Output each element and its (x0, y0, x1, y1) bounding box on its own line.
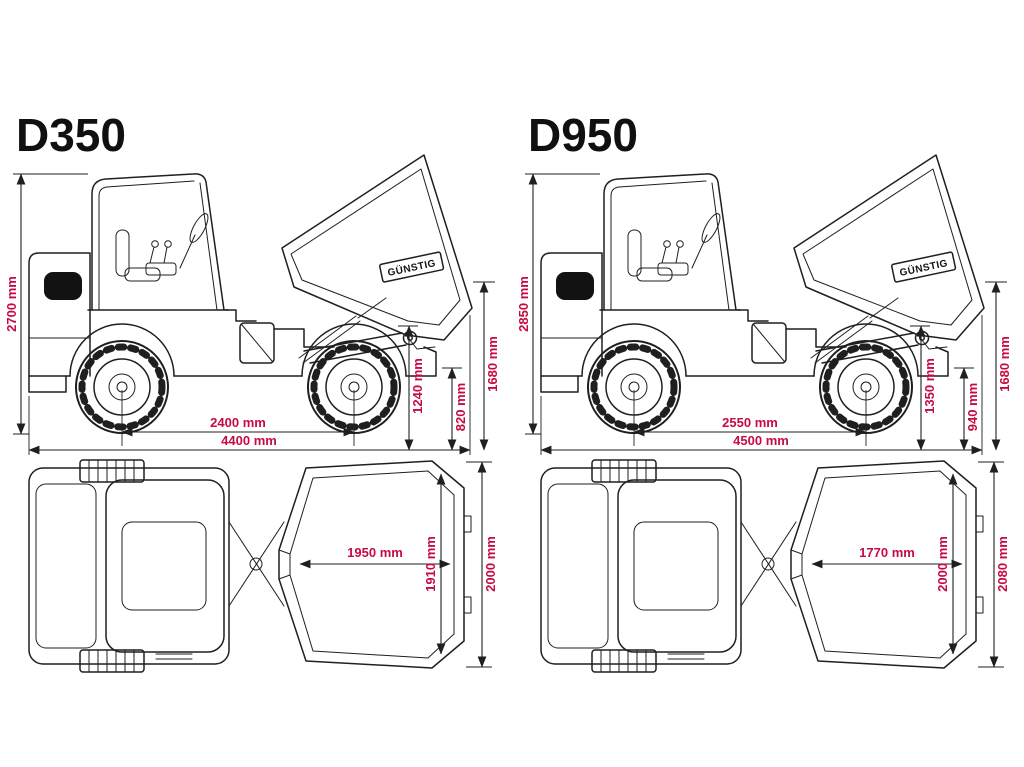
dim-skip-inner-width: 1770 mm (811, 545, 963, 569)
hood-top (35, 483, 97, 649)
tipping-skip: GÜNSTIG (281, 154, 473, 350)
dim-chassis-height: 940 mm (954, 367, 980, 451)
dumper-side-art: GÜNSTIG (540, 154, 985, 434)
seat-backrest (115, 229, 130, 277)
hood-top (547, 483, 609, 649)
brand-plate: GÜNSTIG (379, 251, 445, 283)
chassis (540, 297, 949, 377)
skip-inner-width-value: 1950 mm (347, 545, 403, 560)
side-view-drawing: GÜNSTIG 2700 mm 1240 mm (4, 154, 500, 455)
skip-pivot (402, 330, 418, 346)
dumper-top-art (28, 459, 472, 673)
overall-width-value: 2080 mm (995, 536, 1010, 592)
hood-vent (44, 272, 82, 300)
dumper-top-art (540, 459, 984, 673)
chassis-height-value: 940 mm (965, 383, 980, 431)
dim-skip-inner-length: 1910 mm (423, 473, 446, 655)
seat-backrest (627, 229, 642, 277)
skip-inner-length-value: 1910 mm (423, 536, 438, 592)
dim-wheelbase: 2400 mm (121, 390, 355, 446)
dim-wheelbase: 2550 mm (633, 390, 867, 446)
tipping-skip: GÜNSTIG (793, 154, 985, 350)
dim-pivot-height: 1350 mm (910, 325, 937, 451)
dim-overall-height: 2700 mm (4, 173, 88, 435)
pivot-height-value: 1350 mm (922, 358, 937, 414)
dim-chassis-height: 820 mm (442, 367, 468, 451)
rear-unit-top (540, 459, 742, 673)
cab (599, 173, 741, 311)
engine-hood (28, 252, 91, 393)
model-title: D950 (528, 109, 638, 161)
panel-d950: D950 (512, 0, 1024, 767)
cab-roof (617, 479, 737, 653)
dim-overall-width: 2080 mm (978, 461, 1010, 668)
hood-vent (556, 272, 594, 300)
articulation-joint (228, 521, 285, 607)
dim-overall-length: 4400 mm (28, 315, 471, 455)
overall-length-value: 4400 mm (221, 433, 277, 448)
side-dimensions: 2850 mm 1350 mm 940 mm 1680 mm (516, 173, 1012, 455)
skip-top (790, 460, 984, 669)
dim-pivot-height: 1240 mm (398, 325, 425, 451)
wheel-top (79, 459, 145, 483)
dumper-side-art: GÜNSTIG (28, 154, 473, 434)
top-dimensions: 1770 mm 2000 mm 2080 mm (811, 461, 1010, 668)
wheel-top (591, 459, 657, 483)
brand-plate: GÜNSTIG (891, 251, 957, 283)
wheelbase-value: 2400 mm (210, 415, 266, 430)
dim-skip-height: 1680 mm (985, 281, 1012, 451)
skip-pivot (914, 330, 930, 346)
dim-overall-length: 4500 mm (540, 315, 983, 455)
control-levers (145, 240, 177, 276)
top-view-drawing: 1950 mm 1910 mm 2000 mm (28, 459, 498, 673)
side-view-drawing: GÜNSTIG 2850 mm 1350 mm (516, 154, 1012, 455)
engine-hood (540, 252, 603, 393)
top-view-drawing: 1770 mm 2000 mm 2080 mm (540, 459, 1010, 673)
dim-skip-inner-length: 2000 mm (935, 473, 958, 655)
overall-length-value: 4500 mm (733, 433, 789, 448)
model-title: D350 (16, 109, 126, 161)
skip-inner-length-value: 2000 mm (935, 536, 950, 592)
pivot-height-value: 1240 mm (410, 358, 425, 414)
skip-inner-width-value: 1770 mm (859, 545, 915, 560)
skip-height-value: 1680 mm (485, 336, 500, 392)
skip-height-value: 1680 mm (997, 336, 1012, 392)
side-dimensions: 2700 mm 1240 mm 820 mm 1680 mm (4, 173, 500, 455)
wheel-bottom (591, 649, 657, 673)
cab-roof (105, 479, 225, 653)
dim-overall-width: 2000 mm (466, 461, 498, 668)
top-dimensions: 1950 mm 1910 mm 2000 mm (299, 461, 498, 668)
dim-skip-inner-width: 1950 mm (299, 545, 451, 569)
dim-skip-height: 1680 mm (473, 281, 500, 451)
dim-overall-height: 2850 mm (516, 173, 600, 435)
skip-top (278, 460, 472, 669)
steering-wheel (179, 213, 209, 269)
steering-wheel (691, 213, 721, 269)
rear-unit-top (28, 459, 230, 673)
wheelbase-value: 2550 mm (722, 415, 778, 430)
articulation-joint (740, 521, 797, 607)
control-levers (657, 240, 689, 276)
chassis-height-value: 820 mm (453, 383, 468, 431)
overall-height-value: 2850 mm (516, 276, 531, 332)
panel-d350: D350 (4, 109, 500, 673)
cab (87, 173, 229, 311)
overall-width-value: 2000 mm (483, 536, 498, 592)
wheel-bottom (79, 649, 145, 673)
overall-height-value: 2700 mm (4, 276, 19, 332)
